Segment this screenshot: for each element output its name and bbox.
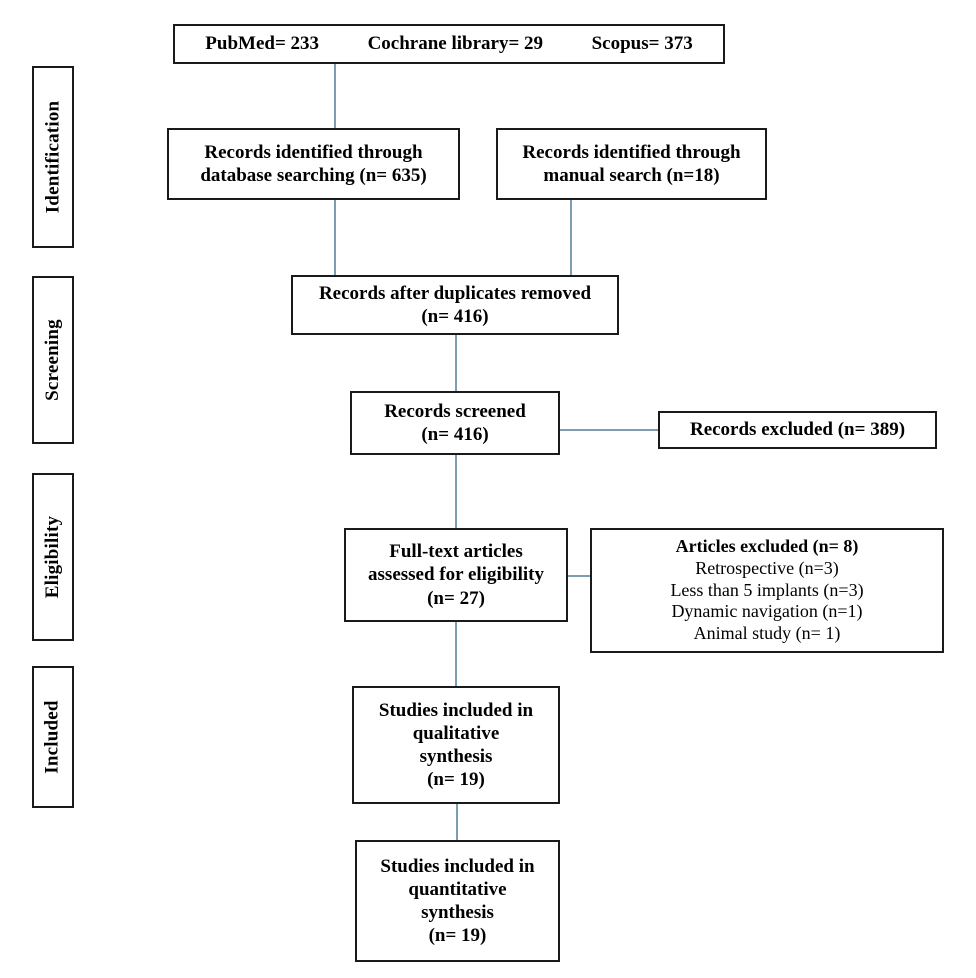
box-qualitative-line1: Studies included in [378, 699, 534, 721]
box-database-line1: Records identified through [204, 141, 423, 163]
box-quantitative-line1: Studies included in [380, 855, 535, 877]
box-quantitative-line4: (n= 19) [428, 925, 487, 947]
box-qualitative-line4: (n= 19) [427, 769, 485, 791]
box-records-identified-database: Records identified through database sear… [167, 128, 460, 200]
box-database-line2: database searching (n= 635) [200, 165, 427, 186]
box-screened-line1: Records screened [384, 400, 526, 422]
stage-label-included: Included [32, 666, 74, 808]
stage-label-eligibility: Eligibility [32, 473, 74, 641]
box-qualitative-line2: qualitative [412, 722, 500, 744]
box-records-after-duplicates-removed: Records after duplicates removed (n= 416… [291, 275, 619, 335]
stage-label-eligibility-text: Eligibility [42, 515, 64, 599]
connector-fulltext-to-articles-excluded [568, 575, 590, 577]
connector-database-to-duplicates [334, 200, 336, 275]
box-quantitative-synthesis: Studies included in quantitative synthes… [355, 840, 560, 962]
connector-qualitative-to-quantitative [456, 804, 458, 840]
stage-label-identification: Identification [32, 66, 74, 248]
source-scopus: Scopus= 373 [591, 33, 693, 55]
source-pubmed: PubMed= 233 [205, 33, 320, 55]
box-records-excluded-text: Records excluded (n= 389) [689, 419, 906, 441]
box-screened-line2: (n= 416) [421, 424, 489, 445]
connector-manual-to-duplicates [570, 200, 572, 275]
articles-excluded-reason-1: Retrospective (n=3) [695, 557, 839, 578]
box-full-text-assessed: Full-text articles assessed for eligibil… [344, 528, 568, 622]
box-quantitative-line3: synthesis [421, 902, 494, 923]
articles-excluded-reason-2: Less than 5 implants (n=3) [670, 579, 864, 600]
box-manual-line1: Records identified through [522, 141, 741, 163]
box-search-sources: PubMed= 233 Cochrane library= 29 Scopus=… [173, 24, 725, 64]
box-duplicates-line1: Records after duplicates removed [318, 282, 592, 304]
connector-screened-to-fulltext [455, 455, 457, 528]
articles-excluded-reason-3: Dynamic navigation (n=1) [671, 601, 863, 622]
stage-label-screening: Screening [32, 276, 74, 444]
articles-excluded-header: Articles excluded (n= 8) [675, 535, 859, 556]
box-fulltext-line3: (n= 27) [427, 587, 485, 609]
box-manual-line2: manual search (n=18) [543, 165, 720, 186]
box-duplicates-line2: (n= 416) [421, 306, 489, 327]
articles-excluded-reason-4: Animal study (n= 1) [693, 623, 841, 644]
connector-screened-to-records-excluded [560, 429, 658, 431]
connector-duplicates-to-screened [455, 335, 457, 391]
box-qualitative-synthesis: Studies included in qualitative synthesi… [352, 686, 560, 804]
box-qualitative-line3: synthesis [419, 746, 493, 767]
box-articles-excluded: Articles excluded (n= 8) Retrospective (… [590, 528, 944, 653]
stage-label-screening-text: Screening [42, 319, 64, 401]
box-records-screened: Records screened (n= 416) [350, 391, 560, 455]
connector-sources-to-database [334, 64, 336, 128]
box-records-excluded: Records excluded (n= 389) [658, 411, 937, 449]
box-fulltext-line1: Full-text articles [389, 541, 523, 563]
stage-label-identification-text: Identification [42, 100, 63, 214]
box-quantitative-line2: quantitative [408, 878, 507, 900]
connector-fulltext-to-qualitative [455, 622, 457, 686]
box-fulltext-line2: assessed for eligibility [368, 564, 544, 586]
source-cochrane: Cochrane library= 29 [367, 33, 544, 55]
stage-label-included-text: Included [42, 700, 64, 774]
box-records-identified-manual: Records identified through manual search… [496, 128, 767, 200]
